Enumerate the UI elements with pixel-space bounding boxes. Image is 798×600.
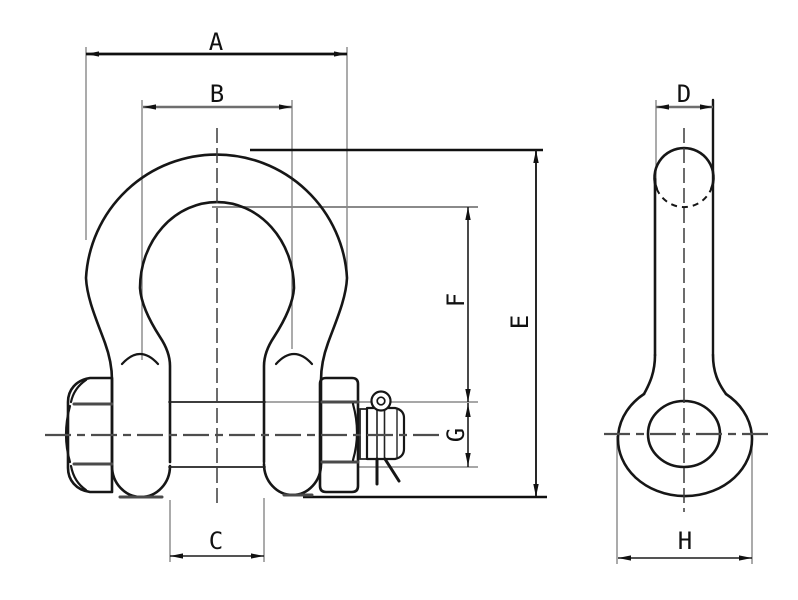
nut-outline <box>318 376 360 494</box>
cotter-pin <box>370 390 401 486</box>
nut-middle-facet-arc <box>351 402 359 462</box>
right-leg-bottom-arc <box>262 462 323 497</box>
bow-section-circle-hidden <box>655 188 713 209</box>
pin-end-block <box>365 406 406 461</box>
dim-a-arrow-right <box>334 51 347 57</box>
shank-left-flare <box>642 353 657 396</box>
cotter-ring-inner <box>376 396 386 406</box>
dimensions-front: A B C E F G <box>86 28 539 559</box>
dim-b-arrow-right <box>279 104 292 110</box>
dim-label-d: D <box>677 80 691 108</box>
side-view: D H <box>604 80 769 564</box>
dim-label-f: F <box>442 293 470 307</box>
dim-a-arrow-left <box>86 51 99 57</box>
cotter-ring-outer <box>370 390 392 412</box>
hex-head-bottom-facet-arc <box>69 464 88 492</box>
hex-head-outline <box>66 376 114 494</box>
front-view: A B C E F G <box>45 28 547 562</box>
left-leg-bottom-arc <box>110 464 172 499</box>
shank-right-flare <box>711 353 728 396</box>
hex-head-top-facet-arc <box>69 378 88 404</box>
dim-c-arrow-right <box>251 553 264 559</box>
dim-label-b: B <box>210 80 224 108</box>
dimensions-side: D H <box>618 80 752 561</box>
bow-body <box>84 153 349 499</box>
dim-f-arrow-top <box>465 207 471 220</box>
dim-g-arrow-bottom <box>465 453 471 466</box>
pin-end <box>359 406 406 461</box>
dim-g-arrow-top <box>465 404 471 417</box>
shackle-side-body <box>616 98 754 498</box>
dim-label-h: H <box>678 527 692 555</box>
dim-e-arrow-bottom <box>533 484 539 497</box>
hex-nut <box>318 376 360 494</box>
dim-d-arrow-left <box>656 104 669 110</box>
dim-e-arrow-top <box>533 150 539 163</box>
dim-label-a: A <box>209 28 224 56</box>
left-shoulder-arc <box>120 352 160 366</box>
extension-lines-front <box>85 47 547 562</box>
dim-d-arrow-right <box>700 104 713 110</box>
eye-boss-outline <box>616 392 754 498</box>
dim-c-arrow-left <box>170 553 183 559</box>
dim-label-e: E <box>506 315 534 329</box>
cotter-leg-bent <box>383 457 401 483</box>
dim-h-arrow-left <box>618 555 631 561</box>
dim-b-arrow-left <box>143 104 156 110</box>
dim-f-arrow-bottom <box>465 389 471 402</box>
right-shoulder-arc <box>274 352 314 366</box>
dim-h-arrow-right <box>739 555 752 561</box>
dim-label-c: C <box>209 527 223 555</box>
dim-label-g: G <box>442 428 470 442</box>
